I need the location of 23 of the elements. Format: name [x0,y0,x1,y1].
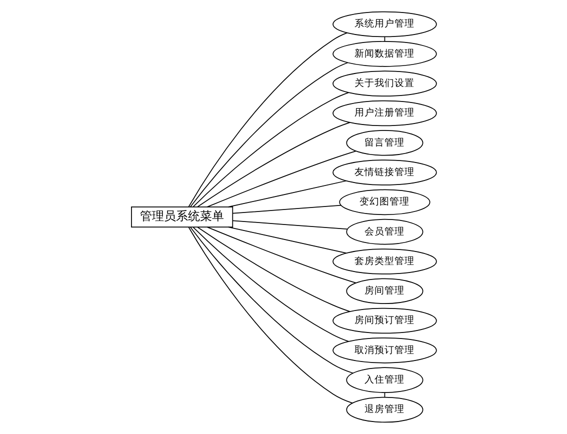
node-ellipse: 用户注册管理 [332,100,436,126]
node-ellipse: 房间预订管理 [332,308,436,334]
connector [196,226,350,312]
node-ellipse: 留言管理 [346,130,423,156]
node-ellipse: 关于我们设置 [332,70,436,96]
node-ellipse: 友情链接管理 [332,160,436,186]
connector [227,180,346,208]
node-box: 管理员系统菜单 [130,206,233,228]
connector [196,122,350,208]
node-ellipse: 房间管理 [346,278,423,304]
node-ellipse: 套房类型管理 [332,248,436,274]
node-ellipse: 变幻图管理 [338,189,430,216]
node-ellipse: 取消预订管理 [332,338,436,364]
connector [227,226,346,254]
node-ellipse: 入住管理 [346,367,423,393]
connector [232,204,341,214]
node-ellipse: 会员管理 [346,218,423,245]
node-ellipse: 退房管理 [346,396,423,423]
connector [188,226,352,404]
connector [232,220,348,230]
node-ellipse: 新闻数据管理 [332,41,436,67]
node-ellipse: 系统用户管理 [332,11,436,38]
connector [190,226,353,374]
